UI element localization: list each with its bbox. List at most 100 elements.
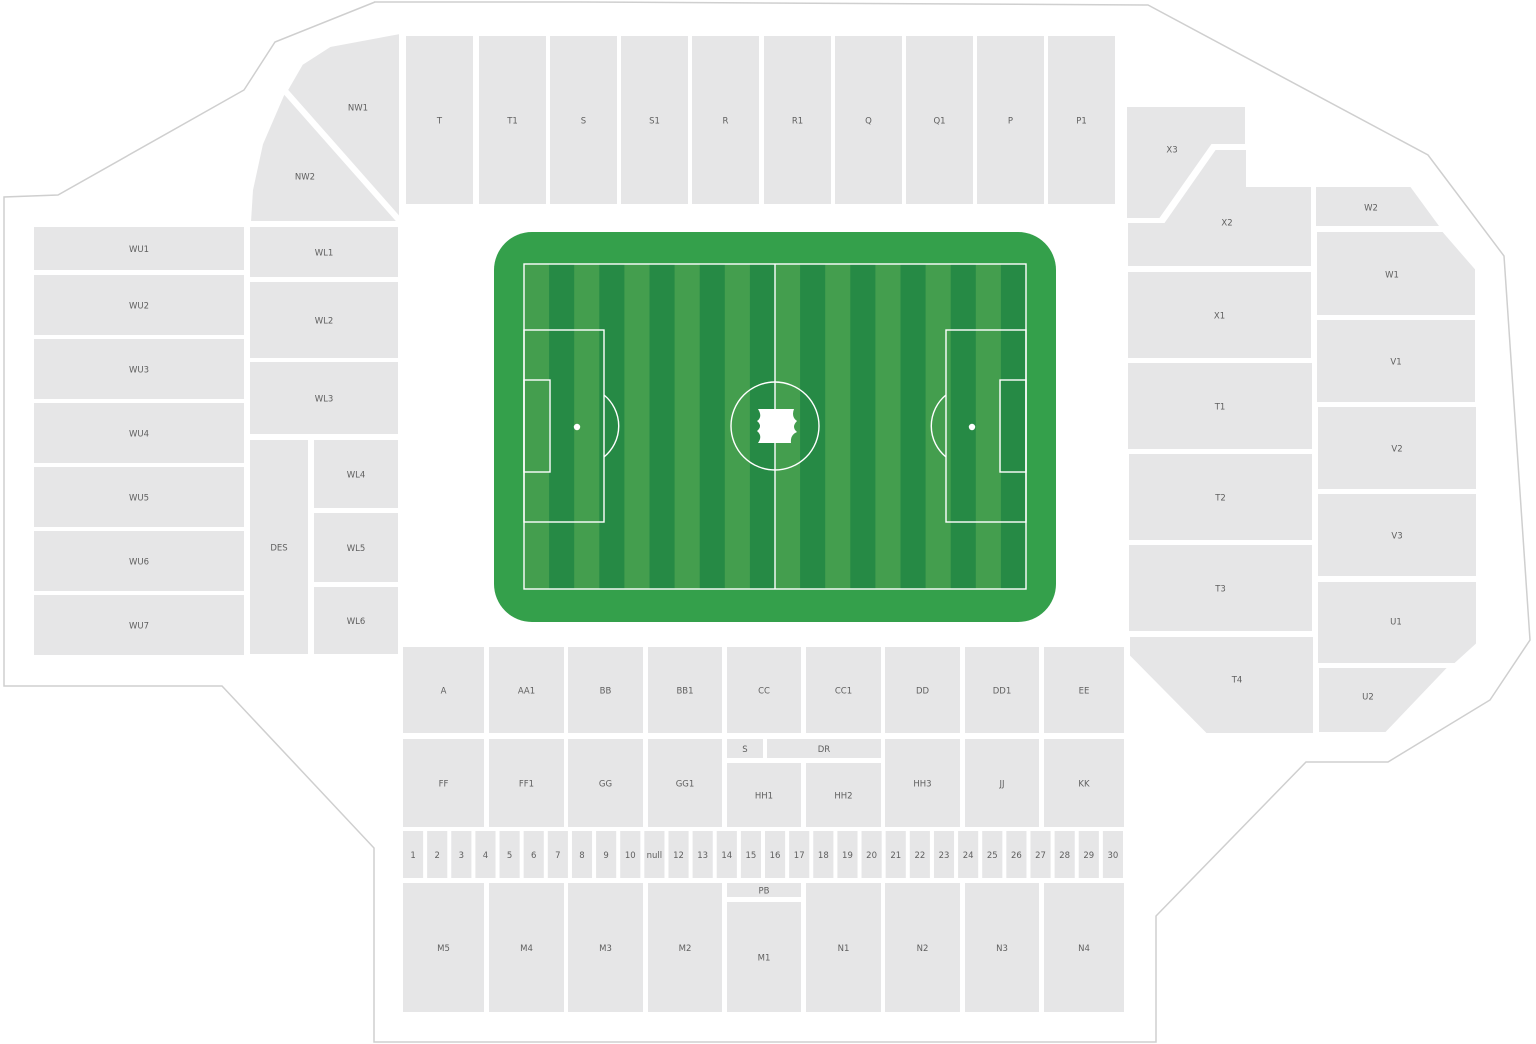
- section-shape[interactable]: [690, 829, 715, 880]
- section-23[interactable]: 23: [931, 829, 957, 880]
- section-r1[interactable]: R1: [762, 34, 833, 206]
- section-shape[interactable]: [1042, 737, 1126, 829]
- section-t2[interactable]: T2: [1127, 452, 1314, 542]
- section-shape[interactable]: [312, 511, 400, 584]
- section-shape[interactable]: [1126, 270, 1313, 360]
- section-shape[interactable]: [401, 881, 486, 1014]
- section-shape[interactable]: [248, 91, 401, 223]
- section-jj[interactable]: JJ: [963, 737, 1041, 829]
- section-shape[interactable]: [642, 829, 667, 880]
- section-wl2[interactable]: WL2: [248, 280, 400, 360]
- section-shape[interactable]: [569, 829, 595, 880]
- section-20[interactable]: 20: [859, 829, 884, 880]
- section-shape[interactable]: [883, 881, 962, 1014]
- section-shape[interactable]: [883, 645, 962, 735]
- section-shape[interactable]: [1046, 34, 1117, 206]
- section-wu4[interactable]: WU4: [32, 401, 246, 465]
- section-des[interactable]: DES: [248, 438, 310, 656]
- section-shape[interactable]: [811, 829, 836, 880]
- section-s1[interactable]: S1: [619, 34, 690, 206]
- section-19[interactable]: 19: [835, 829, 860, 880]
- section-m3[interactable]: M3: [566, 881, 645, 1014]
- section-7[interactable]: 7: [545, 829, 570, 880]
- section-shape[interactable]: [833, 34, 904, 206]
- section-8[interactable]: 8: [569, 829, 595, 880]
- section-shape[interactable]: [477, 34, 548, 206]
- section-pb[interactable]: PB: [725, 881, 803, 899]
- section-24[interactable]: 24: [956, 829, 981, 880]
- section-29[interactable]: 29: [1076, 829, 1101, 880]
- section-shape[interactable]: [725, 900, 803, 1014]
- section-shape[interactable]: [804, 645, 883, 735]
- section-q[interactable]: Q: [833, 34, 904, 206]
- section-shape[interactable]: [401, 645, 486, 735]
- section-shape[interactable]: [725, 645, 803, 735]
- section-shape[interactable]: [804, 881, 883, 1014]
- section-wl3[interactable]: WL3: [248, 360, 400, 436]
- section-shape[interactable]: [1076, 829, 1101, 880]
- section-shape[interactable]: [646, 737, 724, 829]
- section-shape[interactable]: [1126, 148, 1313, 268]
- section-ff1[interactable]: FF1: [487, 737, 566, 829]
- section-shape[interactable]: [804, 761, 883, 829]
- section-shape[interactable]: [32, 401, 246, 465]
- section-shape[interactable]: [1128, 635, 1315, 735]
- section-shape[interactable]: [594, 829, 619, 880]
- section-wu3[interactable]: WU3: [32, 337, 246, 401]
- section-shape[interactable]: [907, 829, 932, 880]
- section-4[interactable]: 4: [473, 829, 498, 880]
- section-wl5[interactable]: WL5: [312, 511, 400, 584]
- section-shape[interactable]: [248, 360, 400, 436]
- section-q1[interactable]: Q1: [904, 34, 975, 206]
- section-shape[interactable]: [32, 273, 246, 337]
- section-hh3[interactable]: HH3: [883, 737, 962, 829]
- section-t1[interactable]: T1: [1126, 361, 1314, 451]
- section-r[interactable]: R: [690, 34, 761, 206]
- section-m1[interactable]: M1: [725, 900, 803, 1014]
- section-wu5[interactable]: WU5: [32, 465, 246, 529]
- section-shape[interactable]: [963, 881, 1041, 1014]
- section-v3[interactable]: V3: [1316, 492, 1478, 578]
- section-u1[interactable]: U1: [1316, 580, 1478, 665]
- section-shape[interactable]: [714, 829, 739, 880]
- section-wu7[interactable]: WU7: [32, 593, 246, 657]
- section-5[interactable]: 5: [497, 829, 522, 880]
- section-shape[interactable]: [487, 737, 566, 829]
- section-aa1[interactable]: AA1: [487, 645, 566, 735]
- section-shape[interactable]: [425, 829, 450, 880]
- section-s[interactable]: S: [725, 737, 765, 760]
- section-kk[interactable]: KK: [1042, 737, 1126, 829]
- section-shape[interactable]: [690, 34, 761, 206]
- section-v2[interactable]: V2: [1316, 405, 1478, 491]
- section-2[interactable]: 2: [425, 829, 450, 880]
- section-1[interactable]: 1: [401, 829, 426, 880]
- section-shape[interactable]: [883, 829, 908, 880]
- section-shape[interactable]: [1316, 405, 1478, 491]
- section-shape[interactable]: [1004, 829, 1029, 880]
- section-17[interactable]: 17: [787, 829, 812, 880]
- section-w1[interactable]: W1: [1315, 230, 1477, 317]
- section-shape[interactable]: [883, 737, 962, 829]
- section-shape[interactable]: [566, 737, 645, 829]
- section-shape[interactable]: [497, 829, 522, 880]
- section-shape[interactable]: [931, 829, 957, 880]
- section-m5[interactable]: M5: [401, 881, 486, 1014]
- section-wu1[interactable]: WU1: [32, 225, 246, 272]
- section-shape[interactable]: [963, 645, 1041, 735]
- section-shape[interactable]: [1127, 543, 1314, 633]
- section-shape[interactable]: [1126, 361, 1314, 451]
- section-shape[interactable]: [312, 438, 400, 510]
- section-shape[interactable]: [32, 337, 246, 401]
- section-shape[interactable]: [487, 881, 566, 1014]
- section-shape[interactable]: [1042, 881, 1126, 1014]
- section-shape[interactable]: [980, 829, 1005, 880]
- section-shape[interactable]: [738, 829, 763, 880]
- section-gg[interactable]: GG: [566, 737, 645, 829]
- section-gg1[interactable]: GG1: [646, 737, 724, 829]
- section-p1[interactable]: P1: [1046, 34, 1117, 206]
- section-18[interactable]: 18: [811, 829, 836, 880]
- section-shape[interactable]: [566, 645, 645, 735]
- section-shape[interactable]: [285, 31, 401, 221]
- section-wl6[interactable]: WL6: [312, 585, 400, 656]
- section-9[interactable]: 9: [594, 829, 619, 880]
